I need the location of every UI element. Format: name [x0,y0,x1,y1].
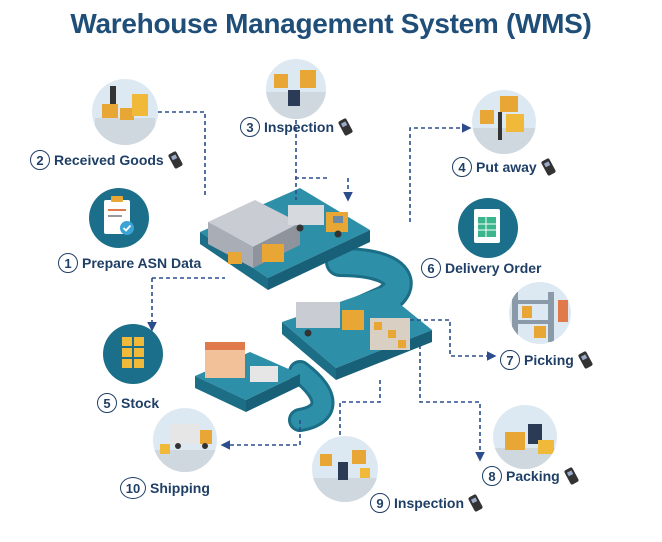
flow-connectors [147,107,497,462]
step-7-picking: 7 Picking [500,350,594,370]
step-label: Put away [476,159,537,175]
main-warehouse [200,188,370,290]
step-label: Stock [121,395,160,411]
step-number: 9 [370,493,390,513]
step-number: 10 [120,477,146,499]
step-number: 3 [240,117,260,137]
step-label: Inspection [394,495,465,511]
inspection-top-icon [266,59,326,119]
step-number: 8 [482,466,502,486]
step-number: 4 [452,157,472,177]
put-away-icon [472,90,536,154]
step-2-received-goods: 2 Received Goods [30,150,183,170]
step-3-inspection: 3 Inspection [240,117,354,137]
step-label: Delivery Order [445,260,542,276]
received-goods-icon [92,79,158,145]
step-label: Shipping [150,480,210,496]
picking-area [282,288,432,380]
store-building [195,342,300,412]
packing-icon [493,405,557,469]
boxes-icon [103,324,163,384]
step-1-prepare-asn: 1 Prepare ASN Data [58,253,201,273]
step-label: Prepare ASN Data [82,255,202,271]
step-number: 6 [421,258,441,278]
clipboard-icon [89,188,149,248]
step-label: Received Goods [54,152,164,168]
step-label: Picking [524,352,574,368]
step-label: Inspection [264,119,335,135]
step-6-delivery-order: 6 Delivery Order [421,258,542,278]
step-8-packing: 8 Packing [482,466,579,486]
step-label: Packing [506,468,560,484]
inspection-bottom-icon [312,436,378,502]
document-icon [458,198,518,258]
step-10-shipping: 10 Shipping [120,477,210,499]
step-number: 2 [30,150,50,170]
step-9-inspection: 9 Inspection [370,493,484,513]
step-number: 7 [500,350,520,370]
step-number: 5 [97,393,117,413]
truck-icon [153,408,217,472]
step-5-stock: 5 Stock [97,393,159,413]
shelves-icon [509,282,571,344]
page-title: Warehouse Management System (WMS) [70,8,592,39]
step-4-put-away: 4 Put away [452,157,556,177]
step-number: 1 [58,253,78,273]
